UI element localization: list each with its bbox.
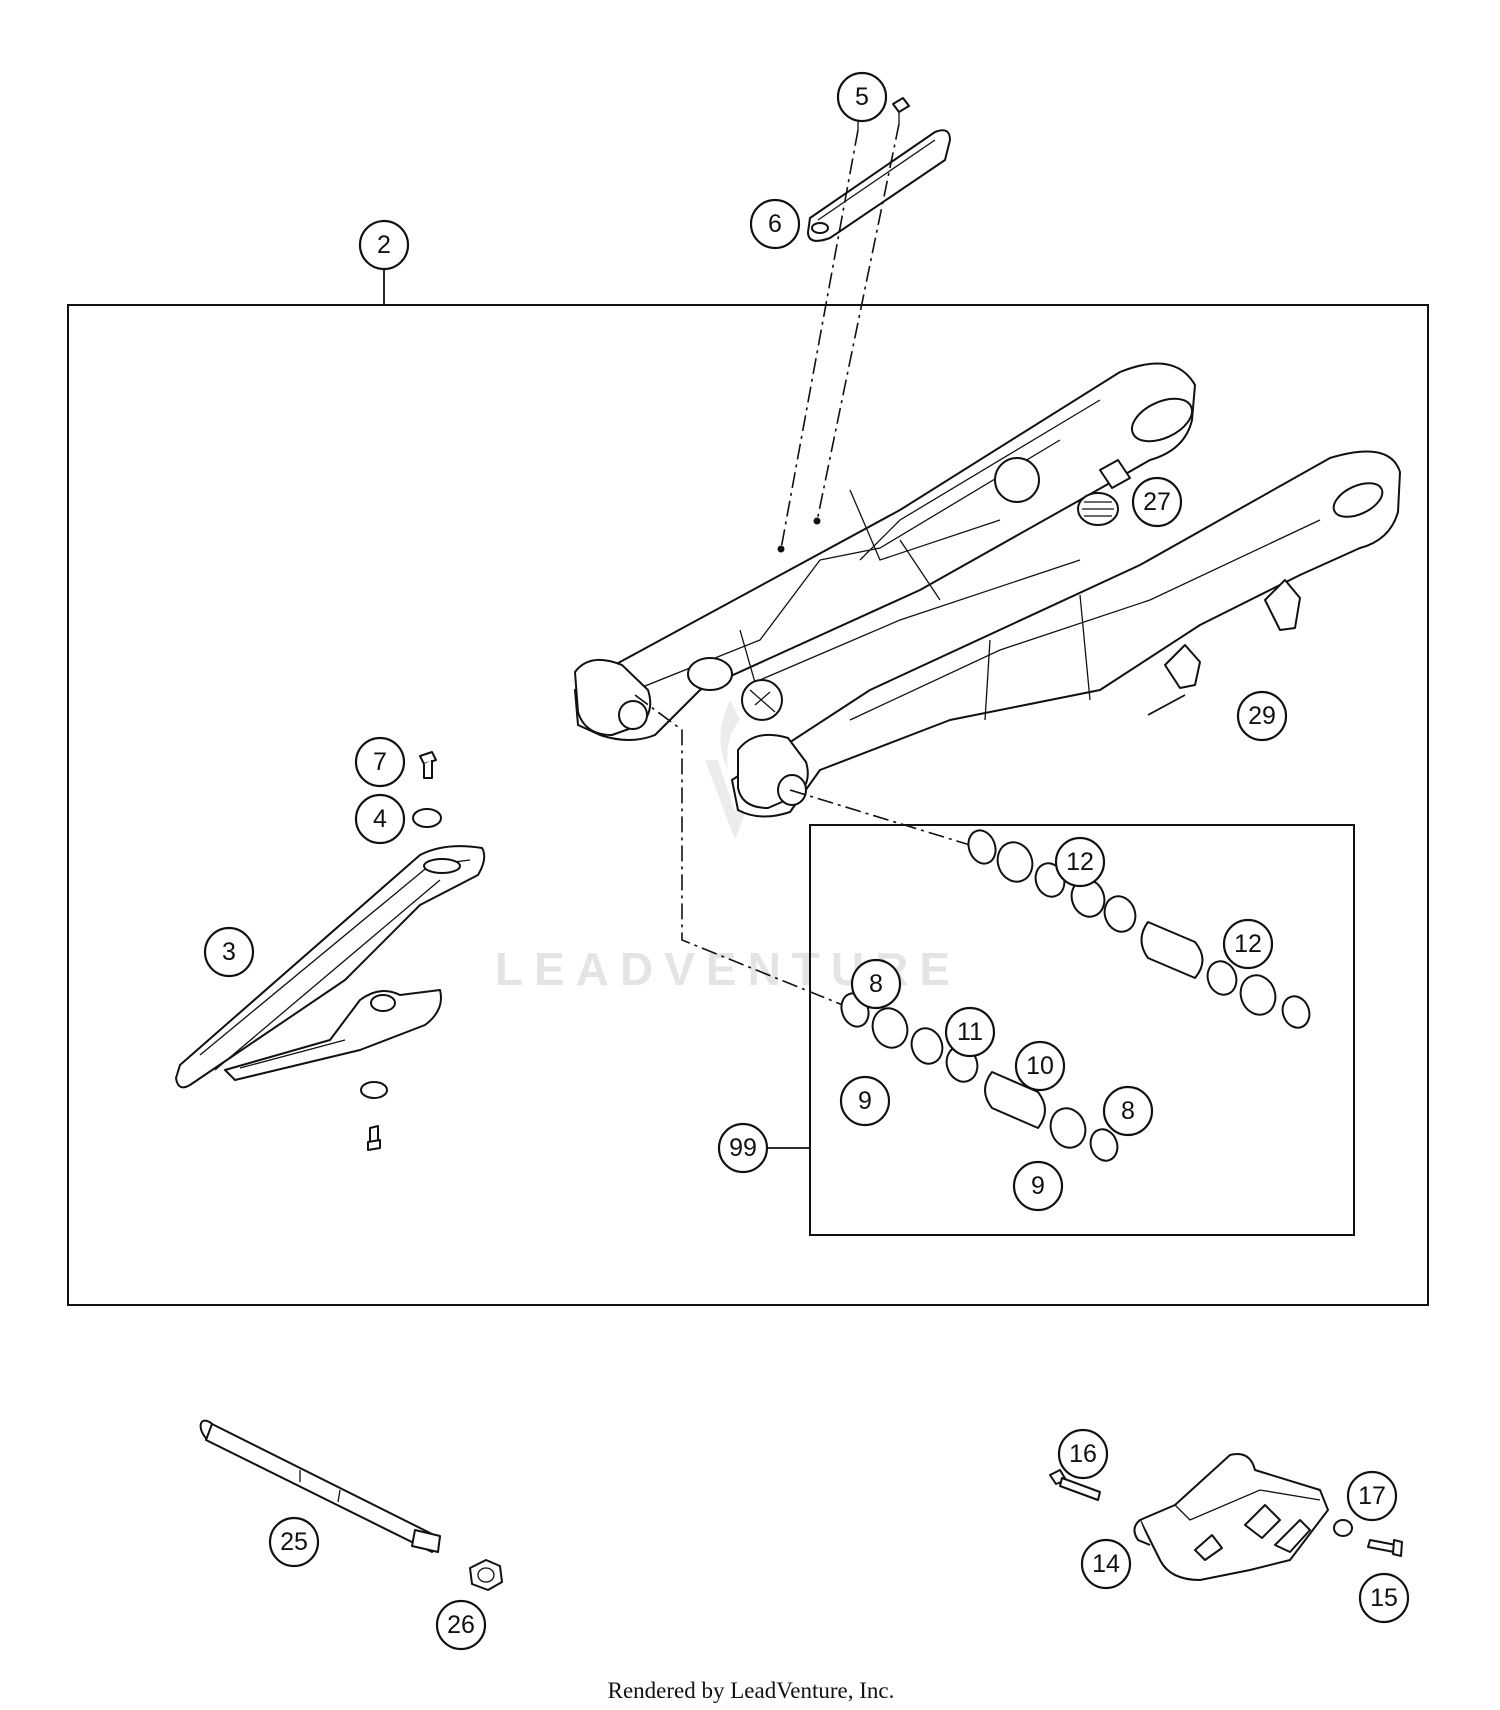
- callout-2: 2: [358, 219, 410, 271]
- leader-29: [1147, 694, 1186, 716]
- dash-right-pivot: [789, 789, 971, 846]
- chain-guide-14: [1133, 1453, 1329, 1581]
- callout-8-left: 8: [850, 958, 902, 1010]
- callout-12-upper: 12: [1054, 836, 1106, 888]
- callout-26: 26: [435, 1599, 487, 1651]
- svg-text:27: 27: [1143, 488, 1171, 516]
- svg-text:26: 26: [447, 1611, 475, 1639]
- svg-text:3: 3: [222, 938, 236, 966]
- svg-text:99: 99: [729, 1134, 757, 1162]
- dash-5a: [780, 129, 859, 550]
- svg-text:11: 11: [957, 1018, 983, 1046]
- svg-text:17: 17: [1358, 1482, 1386, 1510]
- callout-27: 27: [1131, 476, 1183, 528]
- swingarm-assembly-box: [67, 304, 1429, 1306]
- watermark: LEADVENTURE: [495, 700, 950, 995]
- svg-text:5: 5: [855, 83, 869, 111]
- svg-text:25: 25: [280, 1528, 308, 1556]
- swingarm: [574, 362, 1401, 818]
- washer-17: [1333, 1519, 1353, 1537]
- svg-text:12: 12: [1066, 848, 1094, 876]
- bearing-kit-box: [809, 824, 1355, 1236]
- axle-25: [199, 1419, 441, 1553]
- callout-11: 11: [944, 1006, 996, 1058]
- svg-text:16: 16: [1069, 1440, 1097, 1468]
- chain-slider-3: [175, 845, 486, 1089]
- callout-3: 3: [203, 926, 255, 978]
- bolt-15: [1367, 1539, 1403, 1557]
- nut-26: [469, 1559, 503, 1591]
- dash-5b: [816, 123, 900, 522]
- bearing-row-lower: [840, 992, 1119, 1162]
- svg-text:7: 7: [373, 748, 387, 776]
- washer-lower: [360, 1081, 388, 1099]
- callout-6: 6: [749, 198, 801, 250]
- svg-text:8: 8: [869, 970, 883, 998]
- callout-9-right: 9: [1012, 1160, 1064, 1212]
- callout-9-left: 9: [839, 1075, 891, 1127]
- callout-8-right: 8: [1102, 1085, 1154, 1137]
- callout-10: 10: [1014, 1040, 1066, 1092]
- callout-14: 14: [1080, 1538, 1132, 1590]
- callout-99: 99: [717, 1122, 769, 1174]
- callout-4: 4: [354, 793, 406, 845]
- callout-29: 29: [1236, 690, 1288, 742]
- svg-text:6: 6: [768, 210, 782, 238]
- callout-16: 16: [1057, 1428, 1109, 1480]
- cover-27: [1077, 492, 1119, 526]
- bolt-7: [419, 751, 437, 779]
- svg-text:8: 8: [1121, 1097, 1135, 1125]
- bearing-row-upper: [967, 829, 1311, 1029]
- bolt-16: [1049, 1469, 1101, 1501]
- callout-12-lower: 12: [1222, 918, 1274, 970]
- callout-15: 15: [1358, 1572, 1410, 1624]
- washer-4: [412, 808, 442, 828]
- svg-text:4: 4: [373, 805, 387, 833]
- svg-text:2: 2: [377, 231, 391, 259]
- svg-text:12: 12: [1234, 930, 1262, 958]
- svg-text:10: 10: [1026, 1052, 1054, 1080]
- footer-credit: Rendered by LeadVenture, Inc.: [608, 1678, 895, 1703]
- svg-text:29: 29: [1248, 702, 1276, 730]
- svg-text:14: 14: [1092, 1550, 1120, 1578]
- callout-17: 17: [1346, 1470, 1398, 1522]
- dash-left-pivot: [634, 694, 856, 1011]
- svg-text:9: 9: [1031, 1172, 1045, 1200]
- svg-text:9: 9: [858, 1087, 872, 1115]
- callout-5: 5: [836, 71, 888, 123]
- bolt-lower: [367, 1125, 381, 1151]
- svg-text:15: 15: [1370, 1584, 1398, 1612]
- callout-25: 25: [268, 1516, 320, 1568]
- callout-7: 7: [354, 736, 406, 788]
